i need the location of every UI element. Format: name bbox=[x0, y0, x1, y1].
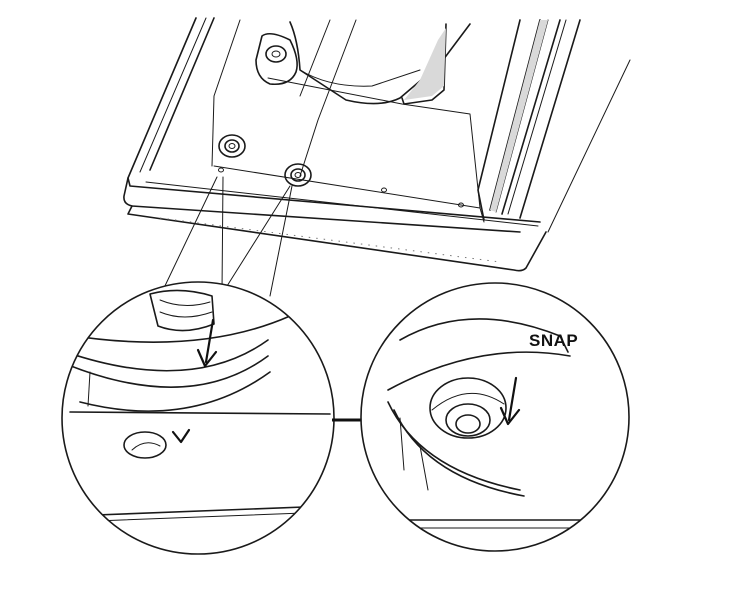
boss-ring-1 bbox=[62, 339, 269, 372]
frame-bottom-lip bbox=[127, 177, 541, 223]
boss-bottom bbox=[79, 371, 271, 412]
bracket-right bbox=[401, 23, 447, 105]
inner-bore bbox=[429, 377, 507, 439]
screw-head-line bbox=[159, 299, 211, 306]
boss-facet-1 bbox=[399, 417, 405, 471]
cone-line-3 bbox=[221, 185, 291, 295]
bore-step bbox=[445, 403, 491, 437]
boss-side-lower-2 bbox=[393, 409, 525, 497]
cone-line-2 bbox=[221, 176, 224, 293]
rail-edge-1 bbox=[477, 19, 521, 221]
motor-hub-center bbox=[271, 50, 281, 58]
plate-outline bbox=[267, 77, 481, 209]
small-hole-2 bbox=[381, 187, 387, 193]
motor-hub-inner bbox=[265, 45, 287, 63]
detail-callout-cone bbox=[162, 176, 293, 297]
panel-hole-inner bbox=[131, 442, 161, 451]
boss-facet-2 bbox=[419, 445, 429, 491]
screw-seated bbox=[455, 414, 481, 434]
detail-view-before bbox=[61, 281, 335, 555]
boss-side-lower bbox=[387, 401, 521, 491]
plate-inner-line-2 bbox=[299, 19, 357, 177]
motor-housing bbox=[289, 21, 471, 105]
boss-ring-mid bbox=[387, 351, 571, 391]
rail-shading bbox=[490, 20, 548, 212]
detail-circle-right bbox=[360, 282, 630, 552]
plate-edge-line bbox=[69, 411, 331, 415]
screw-head bbox=[149, 289, 215, 332]
frame-bottom-edge bbox=[127, 205, 547, 272]
panel-hole bbox=[123, 431, 167, 459]
rail-edge-4 bbox=[501, 19, 561, 215]
rail-edge-5 bbox=[507, 19, 567, 215]
boss-top-ring bbox=[399, 318, 569, 353]
mount-hole-center bbox=[284, 163, 312, 187]
frame-rivet-row bbox=[159, 217, 501, 263]
detail-circle-left bbox=[61, 281, 335, 555]
plate-inner-line bbox=[299, 19, 331, 97]
plate-bottom-line-2 bbox=[69, 511, 331, 523]
chevron-down-icon bbox=[171, 428, 191, 444]
motor-hub bbox=[255, 32, 298, 86]
motor-housing-line bbox=[299, 69, 421, 87]
bore-edge bbox=[431, 392, 505, 411]
small-hole-3 bbox=[458, 202, 464, 208]
frame-left-mid-edge bbox=[139, 17, 207, 173]
cone-line-1 bbox=[162, 176, 218, 291]
boss-side-line bbox=[87, 371, 91, 407]
screw-head-line-2 bbox=[159, 311, 213, 318]
small-hole-1 bbox=[218, 167, 224, 173]
bracket-shading bbox=[404, 28, 446, 100]
mount-hole-left bbox=[218, 134, 246, 158]
snap-label: SNAP bbox=[529, 331, 578, 350]
frame-right-edge bbox=[547, 59, 631, 233]
insert-arrow bbox=[196, 318, 218, 368]
plate-left-edge bbox=[211, 19, 241, 167]
cone-line-4 bbox=[269, 185, 293, 297]
frame-left-edge bbox=[123, 17, 521, 233]
rail-edge-6 bbox=[519, 19, 581, 219]
snap-arrow bbox=[499, 376, 521, 426]
plate-bottom-line bbox=[69, 505, 331, 517]
boss-ring-2 bbox=[65, 355, 269, 388]
detail-view-after: SNAP bbox=[360, 282, 630, 552]
frame-left-inner-edge bbox=[149, 17, 215, 171]
panel-assembly bbox=[123, 17, 631, 272]
